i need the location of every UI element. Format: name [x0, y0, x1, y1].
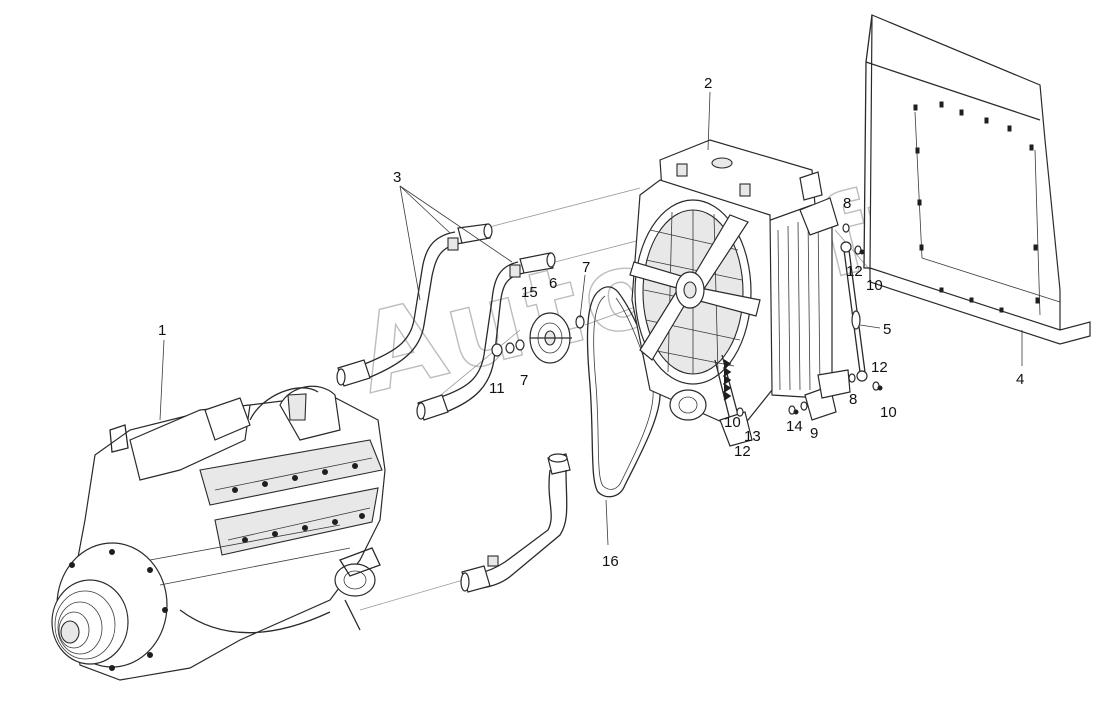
- callout-12-lower: 12: [734, 443, 751, 460]
- callout-12-right: 12: [871, 359, 888, 376]
- callout-9: 9: [810, 425, 818, 442]
- callout-6: 6: [549, 275, 557, 292]
- callout-7-lower: 7: [520, 372, 528, 389]
- callout-3: 3: [393, 169, 401, 186]
- engine-assembly: [51, 385, 386, 681]
- fasteners: [736, 223, 883, 417]
- callout-labels: 1 2 3 4 5 6 7 7 8 8 9 10 10 10 11 12 12 …: [158, 75, 1024, 570]
- callout-10-center: 10: [724, 414, 741, 431]
- callout-8-upper: 8: [843, 195, 851, 212]
- callout-16: 16: [602, 553, 619, 570]
- radiator-cover-panel: [863, 14, 1091, 345]
- callout-13: 13: [744, 428, 761, 445]
- callout-8-lower: 8: [849, 391, 857, 408]
- support-rod: [840, 241, 868, 382]
- coolant-hoses: [336, 223, 571, 593]
- callout-15: 15: [521, 284, 538, 301]
- callout-11: 11: [489, 380, 505, 397]
- radiator-assembly: [629, 139, 851, 447]
- fan-drive-pulley: [491, 312, 585, 364]
- callout-12-upper: 12: [846, 263, 863, 280]
- callout-4: 4: [1016, 371, 1024, 388]
- callout-10-upper: 10: [866, 277, 883, 294]
- callout-10-lower: 10: [880, 404, 897, 421]
- callout-7-upper: 7: [582, 259, 590, 276]
- callout-5: 5: [883, 321, 891, 338]
- callout-1: 1: [158, 322, 166, 339]
- callout-2: 2: [704, 75, 712, 92]
- leader-lines: [159, 91, 1023, 546]
- callout-14: 14: [786, 418, 803, 435]
